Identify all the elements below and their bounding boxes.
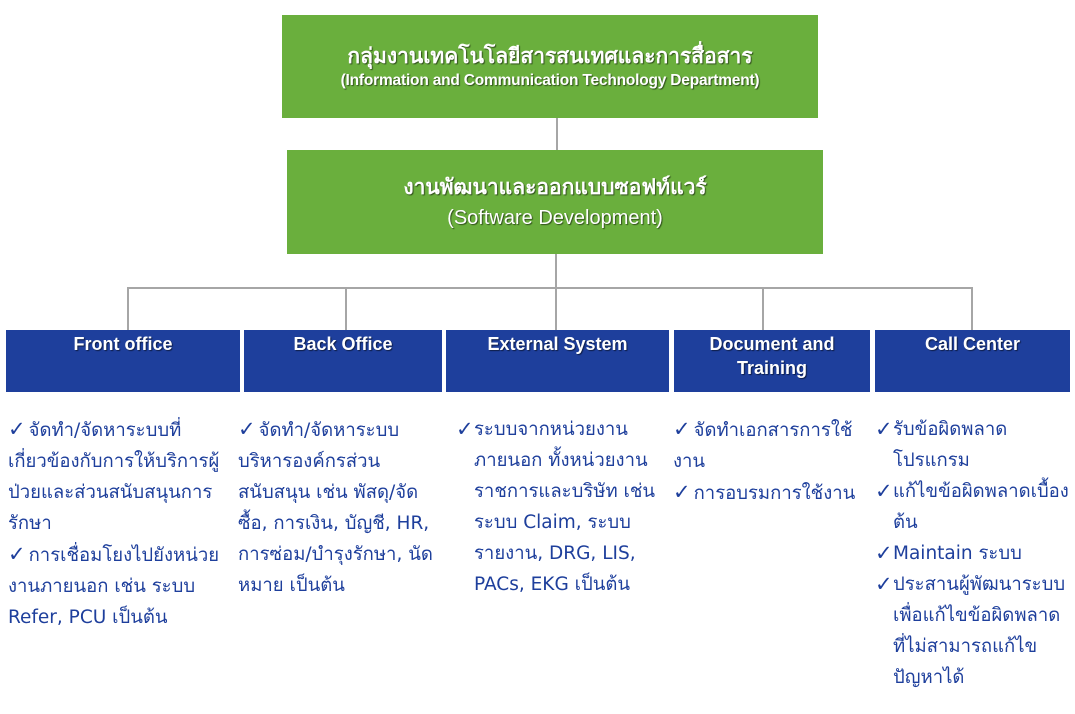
back-office-list: ✓จัดทำ/จัดหาระบบบริหารองค์กรส่วนสนับสนุน… xyxy=(238,414,438,601)
check-icon: ✓ xyxy=(875,479,893,503)
connector-horizontal-bar xyxy=(127,287,973,289)
item-text: ประสานผู้พัฒนาระบบ เพื่อแก้ไขข้อผิดพลาดท… xyxy=(893,574,1066,688)
document-training-list: ✓จัดทำเอกสารการใช้งาน ✓การอบรมการใช้งาน xyxy=(673,414,863,509)
check-icon: ✓ xyxy=(8,542,26,566)
connector-section-trunk xyxy=(555,254,557,288)
connector-drop-call-center xyxy=(971,287,973,330)
section-title-th: งานพัฒนาและออกแบบซอฟท์แวร์ xyxy=(403,175,707,199)
call-center-list: ✓รับข้อผิดพลาดโปรแกรม ✓แก้ไขข้อผิดพลาดเบ… xyxy=(875,414,1071,693)
list-item: ✓แก้ไขข้อผิดพลาดเบื้องต้น xyxy=(875,476,1071,538)
item-text: จัดทำ/จัดหาระบบบริหารองค์กรส่วนสนับสนุน … xyxy=(238,420,433,596)
check-icon: ✓ xyxy=(238,417,256,441)
check-icon: ✓ xyxy=(673,480,691,504)
item-text: การเชื่อมโยงไปยังหน่วยงานภายนอก เช่น ระบ… xyxy=(8,545,220,628)
item-text: จัดทำ/จัดหาระบบที่เกี่ยวข้องกับการให้บริ… xyxy=(8,420,220,534)
department-box: กลุ่มงานเทคโนโลยีสารสนเทศและการสื่อสาร (… xyxy=(282,15,818,118)
connector-drop-external-system xyxy=(555,287,557,330)
check-icon: ✓ xyxy=(456,417,474,441)
list-item: ✓ระบบจากหน่วยงานภายนอก ทั้งหน่วยงานราชกา… xyxy=(456,414,669,600)
front-office-list: ✓จัดทำ/จัดหาระบบที่เกี่ยวข้องกับการให้บร… xyxy=(8,414,220,633)
unit-box-call-center: Call Center xyxy=(875,330,1070,392)
list-item: ✓ประสานผู้พัฒนาระบบ เพื่อแก้ไขข้อผิดพลาด… xyxy=(875,569,1071,693)
check-icon: ✓ xyxy=(673,417,691,441)
unit-label-external-system: External System xyxy=(487,334,628,354)
unit-box-back-office: Back Office xyxy=(244,330,442,392)
item-text: รับข้อผิดพลาดโปรแกรม xyxy=(893,419,1008,471)
list-item: ✓การอบรมการใช้งาน xyxy=(673,477,863,509)
section-box: งานพัฒนาและออกแบบซอฟท์แวร์ (Software Dev… xyxy=(287,150,823,254)
check-icon: ✓ xyxy=(8,417,26,441)
list-item: ✓การเชื่อมโยงไปยังหน่วยงานภายนอก เช่น ระ… xyxy=(8,539,220,633)
connector-drop-back-office xyxy=(345,287,347,330)
unit-label-front-office: Front office xyxy=(73,334,173,354)
list-item: ✓รับข้อผิดพลาดโปรแกรม xyxy=(875,414,1071,476)
check-icon: ✓ xyxy=(875,541,893,565)
unit-box-front-office: Front office xyxy=(6,330,240,392)
department-title-th: กลุ่มงานเทคโนโลยีสารสนเทศและการสื่อสาร xyxy=(347,43,753,68)
item-text: จัดทำเอกสารการใช้งาน xyxy=(673,420,853,472)
unit-label-document-training: Document and Training xyxy=(709,334,835,378)
list-item: ✓จัดทำเอกสารการใช้งาน xyxy=(673,414,863,477)
list-item: ✓Maintain ระบบ xyxy=(875,538,1071,569)
unit-box-document-training: Document and Training xyxy=(674,330,870,392)
item-text: Maintain ระบบ xyxy=(893,543,1022,564)
connector-dept-section xyxy=(556,118,558,150)
unit-label-call-center: Call Center xyxy=(924,334,1021,354)
section-title-en: (Software Development) xyxy=(447,207,663,229)
item-text: แก้ไขข้อผิดพลาดเบื้องต้น xyxy=(893,481,1069,533)
external-system-list: ✓ระบบจากหน่วยงานภายนอก ทั้งหน่วยงานราชกา… xyxy=(456,414,669,600)
unit-box-external-system: External System xyxy=(446,330,669,392)
connector-drop-document-training xyxy=(762,287,764,330)
item-text: การอบรมการใช้งาน xyxy=(693,483,856,504)
department-title-en: (Information and Communication Technolog… xyxy=(340,71,760,89)
check-icon: ✓ xyxy=(875,417,893,441)
list-item: ✓จัดทำ/จัดหาระบบบริหารองค์กรส่วนสนับสนุน… xyxy=(238,414,438,601)
unit-label-back-office: Back Office xyxy=(293,334,393,354)
check-icon: ✓ xyxy=(875,572,893,596)
connector-drop-front-office xyxy=(127,287,129,330)
item-text: ระบบจากหน่วยงานภายนอก ทั้งหน่วยงานราชการ… xyxy=(474,419,656,595)
list-item: ✓จัดทำ/จัดหาระบบที่เกี่ยวข้องกับการให้บร… xyxy=(8,414,220,539)
